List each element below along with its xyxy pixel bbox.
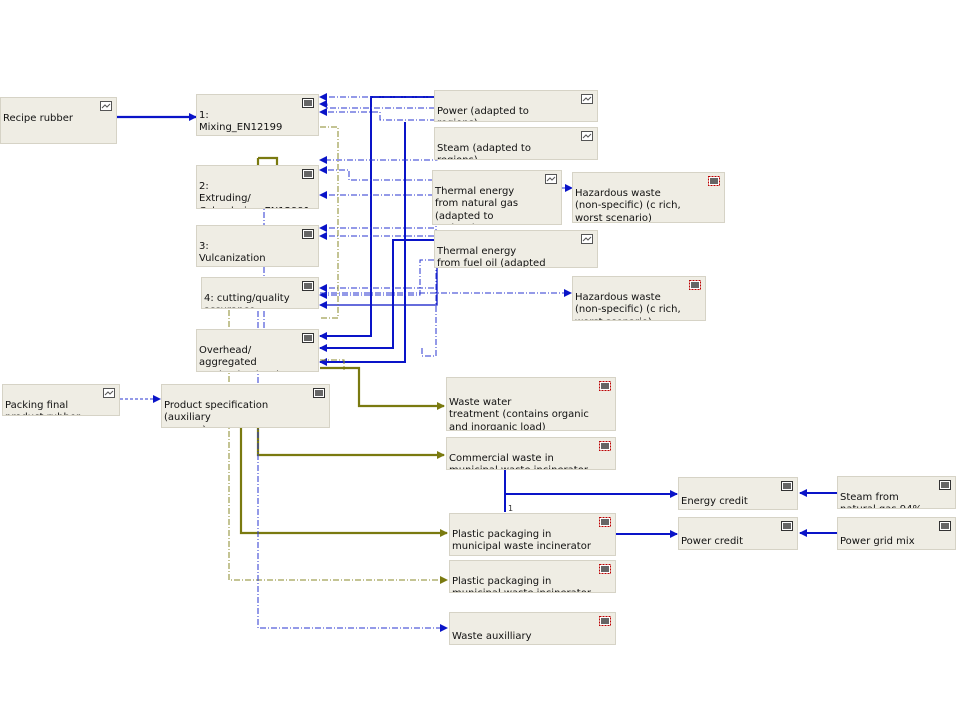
process-icon: [302, 229, 314, 239]
node-recipe-rubber[interactable]: Recipe rubber: [0, 97, 117, 144]
node-label: Hazardous waste (non-specific) (c rich, …: [575, 291, 681, 321]
node-steam-adapted[interactable]: Steam (adapted to regions): [434, 127, 598, 160]
node-packing-final[interactable]: Packing final product rubber: [2, 384, 120, 416]
plan-icon: [581, 234, 593, 244]
node-thermal-oil[interactable]: Thermal energy from fuel oil (adapted to…: [434, 230, 598, 268]
process-icon-red: [599, 441, 611, 451]
node-label: Recipe rubber: [3, 112, 74, 124]
node-label: Thermal energy from natural gas (adapted…: [435, 185, 519, 225]
flow-energy-inputs-dashdot: [319, 93, 573, 357]
process-icon: [302, 169, 314, 179]
plan-icon: [581, 94, 593, 104]
process-icon: [313, 388, 325, 398]
node-power-grid-mix[interactable]: Power grid mix: [837, 517, 956, 550]
plan-icon: [545, 174, 557, 184]
node-label: Product specification (auxiliary process…: [164, 399, 269, 428]
node-label: Steam (adapted to regions): [437, 142, 531, 160]
node-plastic-packaging-1[interactable]: Plastic packaging in municipal waste inc…: [449, 513, 616, 556]
node-label: Plastic packaging in municipal waste inc…: [452, 575, 591, 593]
node-label: Commercial waste in municipal waste inci…: [449, 452, 588, 470]
process-icon: [781, 481, 793, 491]
process-icon: [939, 521, 951, 531]
process-icon-red: [599, 616, 611, 626]
node-label: 4: cutting/quality assurance: [204, 292, 290, 309]
node-label: Packing final product rubber: [5, 399, 80, 416]
svg-text:1: 1: [508, 504, 513, 513]
node-label: Power grid mix: [840, 535, 915, 547]
node-label: 1: Mixing_EN12199: [199, 109, 283, 134]
node-steam-natural-gas[interactable]: Steam from natural gas 94%: [837, 476, 956, 509]
node-commercial-waste[interactable]: Commercial waste in municipal waste inci…: [446, 437, 616, 470]
flow-credits: [504, 470, 837, 538]
node-thermal-gas[interactable]: Thermal energy from natural gas (adapted…: [432, 170, 562, 225]
node-waste-auxiliary[interactable]: Waste auxilliary process: [449, 612, 616, 645]
node-label: Waste auxilliary process: [452, 630, 532, 645]
node-power-credit[interactable]: Power credit: [678, 517, 798, 550]
node-label: Hazardous waste (non-specific) (c rich, …: [575, 187, 681, 223]
node-hazardous-waste-2[interactable]: Hazardous waste (non-specific) (c rich, …: [572, 276, 706, 321]
node-label: Power (adapted to regions): [437, 105, 529, 122]
process-icon: [302, 333, 314, 343]
process-icon-red: [689, 280, 701, 290]
node-power-adapted[interactable]: Power (adapted to regions): [434, 90, 598, 122]
node-cutting[interactable]: 4: cutting/quality assurance: [201, 277, 319, 309]
node-label: Power credit: [681, 535, 744, 547]
node-plastic-packaging-2[interactable]: Plastic packaging in municipal waste inc…: [449, 560, 616, 593]
node-product-spec[interactable]: Product specification (auxiliary process…: [161, 384, 330, 428]
process-icon: [781, 521, 793, 531]
node-waste-water[interactable]: Waste water treatment (contains organic …: [446, 377, 616, 431]
process-icon: [939, 480, 951, 490]
plan-icon: [581, 131, 593, 141]
process-icon: [302, 281, 314, 291]
node-label: Thermal energy from fuel oil (adapted to…: [437, 245, 546, 268]
node-label: Overhead/ aggregated production burden: [199, 344, 291, 372]
node-extruding[interactable]: 2: Extruding/ Calendering_EN12991: [196, 165, 319, 209]
node-label: Plastic packaging in municipal waste inc…: [452, 528, 591, 553]
process-icon-red: [599, 381, 611, 391]
node-hazardous-waste-1[interactable]: Hazardous waste (non-specific) (c rich, …: [572, 172, 725, 223]
process-icon: [302, 98, 314, 108]
plan-icon: [100, 101, 112, 111]
process-icon-red: [599, 564, 611, 574]
node-overhead[interactable]: Overhead/ aggregated production burden: [196, 329, 319, 372]
node-label: Energy credit: [681, 495, 748, 507]
node-label: 2: Extruding/ Calendering_EN12991: [199, 180, 310, 209]
node-mixing[interactable]: 1: Mixing_EN12199: [196, 94, 319, 136]
node-label: Steam from natural gas 94%: [840, 491, 922, 509]
plan-icon: [103, 388, 115, 398]
node-label: Waste water treatment (contains organic …: [449, 396, 589, 431]
node-label: 3: Vulcanization _EN12199: [199, 240, 266, 267]
node-energy-credit[interactable]: Energy credit: [678, 477, 798, 510]
node-vulcanization[interactable]: 3: Vulcanization _EN12199: [196, 225, 319, 267]
process-icon-red: [599, 517, 611, 527]
process-icon-red: [708, 176, 720, 186]
